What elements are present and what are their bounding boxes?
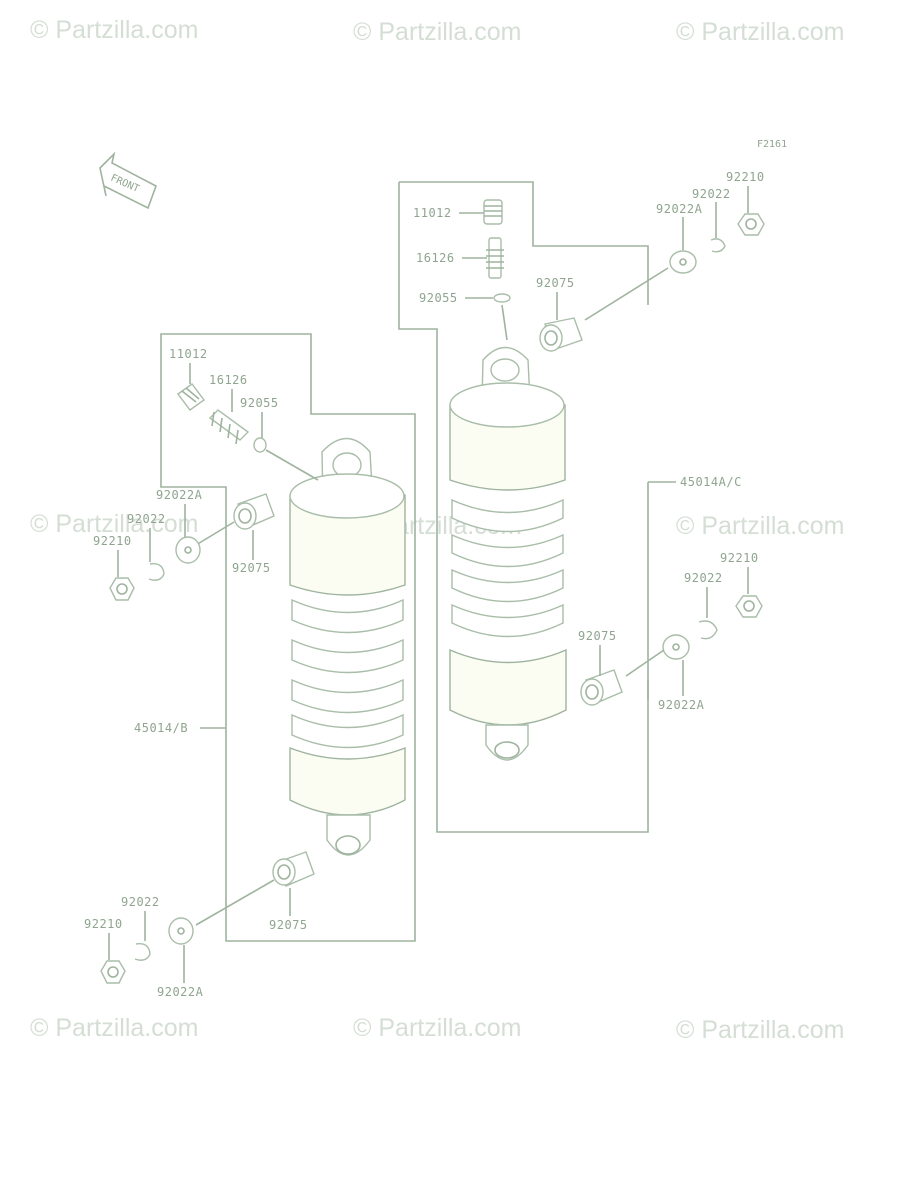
part-92210-right-top[interactable]: [737, 213, 765, 236]
right-spring: [451, 498, 564, 638]
label-92022A-left-bot[interactable]: 92022A: [157, 985, 204, 999]
label-92022A-right-top[interactable]: 92022A: [656, 202, 703, 216]
watermark-mid-right: © Partzilla.com: [676, 512, 844, 540]
label-92075-left-top[interactable]: 92075: [232, 561, 271, 575]
part-92022-left-bot[interactable]: [134, 943, 151, 961]
part-92022A-right-top[interactable]: [669, 250, 697, 274]
part-11012-left[interactable]: [177, 383, 205, 411]
part-92022A-left-top[interactable]: [175, 536, 201, 564]
watermark-bottom-right: © Partzilla.com: [676, 1016, 844, 1044]
label-92055-right[interactable]: 92055: [419, 291, 458, 305]
label-45014AC[interactable]: 45014A/C: [680, 475, 742, 489]
left-spring: [291, 598, 404, 749]
label-92210-right-bot[interactable]: 92210: [720, 551, 759, 565]
label-92075-right-bot[interactable]: 92075: [578, 629, 617, 643]
label-92075-left-bot[interactable]: 92075: [269, 918, 308, 932]
right-shock-group: [398, 181, 765, 833]
watermark-bottom-center: © Partzilla.com: [353, 1014, 521, 1042]
label-92022-left-top[interactable]: 92022: [127, 512, 166, 526]
part-92210-left-bot[interactable]: [100, 960, 126, 984]
label-16126-left[interactable]: 16126: [209, 373, 248, 387]
part-92022-right-bot[interactable]: [698, 620, 718, 640]
watermark-mid-left: © Partzilla.com: [30, 510, 198, 538]
label-92210-left-bot[interactable]: 92210: [84, 917, 123, 931]
label-11012-left[interactable]: 11012: [169, 347, 208, 361]
label-45014B[interactable]: 45014/B: [134, 721, 188, 735]
part-92022A-right-bot[interactable]: [662, 634, 690, 660]
front-arrow-icon: FRONT: [99, 151, 157, 210]
label-92055-left[interactable]: 92055: [240, 396, 279, 410]
figure-id: F2161: [757, 139, 787, 150]
label-16126-right[interactable]: 16126: [416, 251, 455, 265]
part-11012-right[interactable]: [483, 199, 503, 225]
part-92075-right-bot[interactable]: [580, 669, 623, 706]
part-labels: 11012 16126 92055 92075 92022A 92022 922…: [84, 170, 765, 999]
part-92075-right-top[interactable]: [539, 317, 583, 352]
part-92055-right[interactable]: [493, 293, 511, 303]
watermark-top-center: © Partzilla.com: [353, 18, 521, 46]
label-92075-right-top[interactable]: 92075: [536, 276, 575, 290]
part-92022-left-top[interactable]: [148, 563, 165, 581]
label-11012-right[interactable]: 11012: [413, 206, 452, 220]
label-92022A-left-top[interactable]: 92022A: [156, 488, 203, 502]
watermark-bottom-left: © Partzilla.com: [30, 1014, 198, 1042]
part-92210-left-top[interactable]: [109, 577, 135, 601]
label-92022-right-top[interactable]: 92022: [692, 187, 731, 201]
part-92055-left[interactable]: [253, 437, 267, 453]
label-92022A-right-bot[interactable]: 92022A: [658, 698, 705, 712]
label-92210-right-top[interactable]: 92210: [726, 170, 765, 184]
part-92075-left-bot[interactable]: [272, 851, 315, 887]
label-92210-left-top[interactable]: 92210: [93, 534, 132, 548]
part-92075-left-top[interactable]: [233, 493, 275, 530]
label-92022-right-bot[interactable]: 92022: [684, 571, 723, 585]
watermark-top-right: © Partzilla.com: [676, 18, 844, 46]
part-92022A-left-bot[interactable]: [168, 917, 194, 945]
part-16126-left[interactable]: [208, 409, 250, 445]
left-shock-group: [100, 333, 416, 984]
label-92022-left-bot[interactable]: 92022: [121, 895, 160, 909]
part-92210-right-bot[interactable]: [735, 595, 763, 618]
part-16126-right[interactable]: [486, 237, 504, 279]
watermark-top-left: © Partzilla.com: [30, 16, 198, 44]
part-92022-right-top[interactable]: [710, 238, 726, 253]
